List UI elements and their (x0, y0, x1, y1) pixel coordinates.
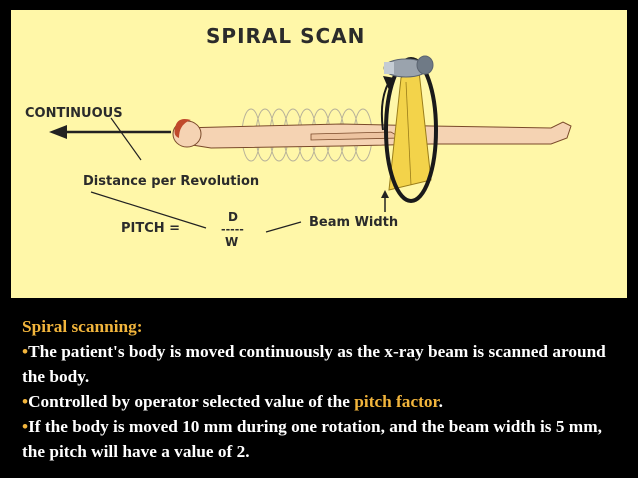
pitch-numerator: D (228, 210, 238, 224)
bullet-icon: • (22, 342, 29, 361)
x-ray-tube (383, 55, 434, 78)
pitch-factor-highlight: pitch factor (354, 392, 439, 411)
patient-body (172, 119, 572, 149)
pitch-label: PITCH = (121, 221, 181, 236)
beam-width-label: Beam Width (309, 215, 399, 230)
slide-heading: Spiral scanning: (22, 317, 143, 336)
bullet-item-2: •Controlled by operator selected value o… (22, 392, 443, 411)
bullet-item-3: •If the body is moved 10 mm during one r… (22, 417, 602, 461)
bullet-icon: • (22, 392, 29, 411)
spiral-scan-illustration (49, 55, 572, 233)
figure-title: SPIRAL SCAN (206, 24, 366, 48)
bullet-icon: • (22, 417, 29, 436)
beam-width-arrow (381, 190, 389, 212)
pitch-denominator: W (225, 235, 239, 249)
slide-text: Spiral scanning: •The patient's body is … (22, 314, 622, 464)
pitch-fraction-bar: ----- (221, 223, 244, 236)
bullet-item-1: •The patient's body is moved continuousl… (22, 342, 606, 386)
continuous-label: CONTINUOUS (25, 106, 123, 121)
leader-lines (90, 117, 302, 233)
spiral-scan-figure: SPIRAL SCAN CONTINUOUS Distance per Revo… (11, 10, 627, 298)
patient-hair (174, 119, 191, 138)
continuous-arrow (49, 125, 171, 139)
distance-per-revolution-label: Distance per Revolution (83, 174, 260, 189)
